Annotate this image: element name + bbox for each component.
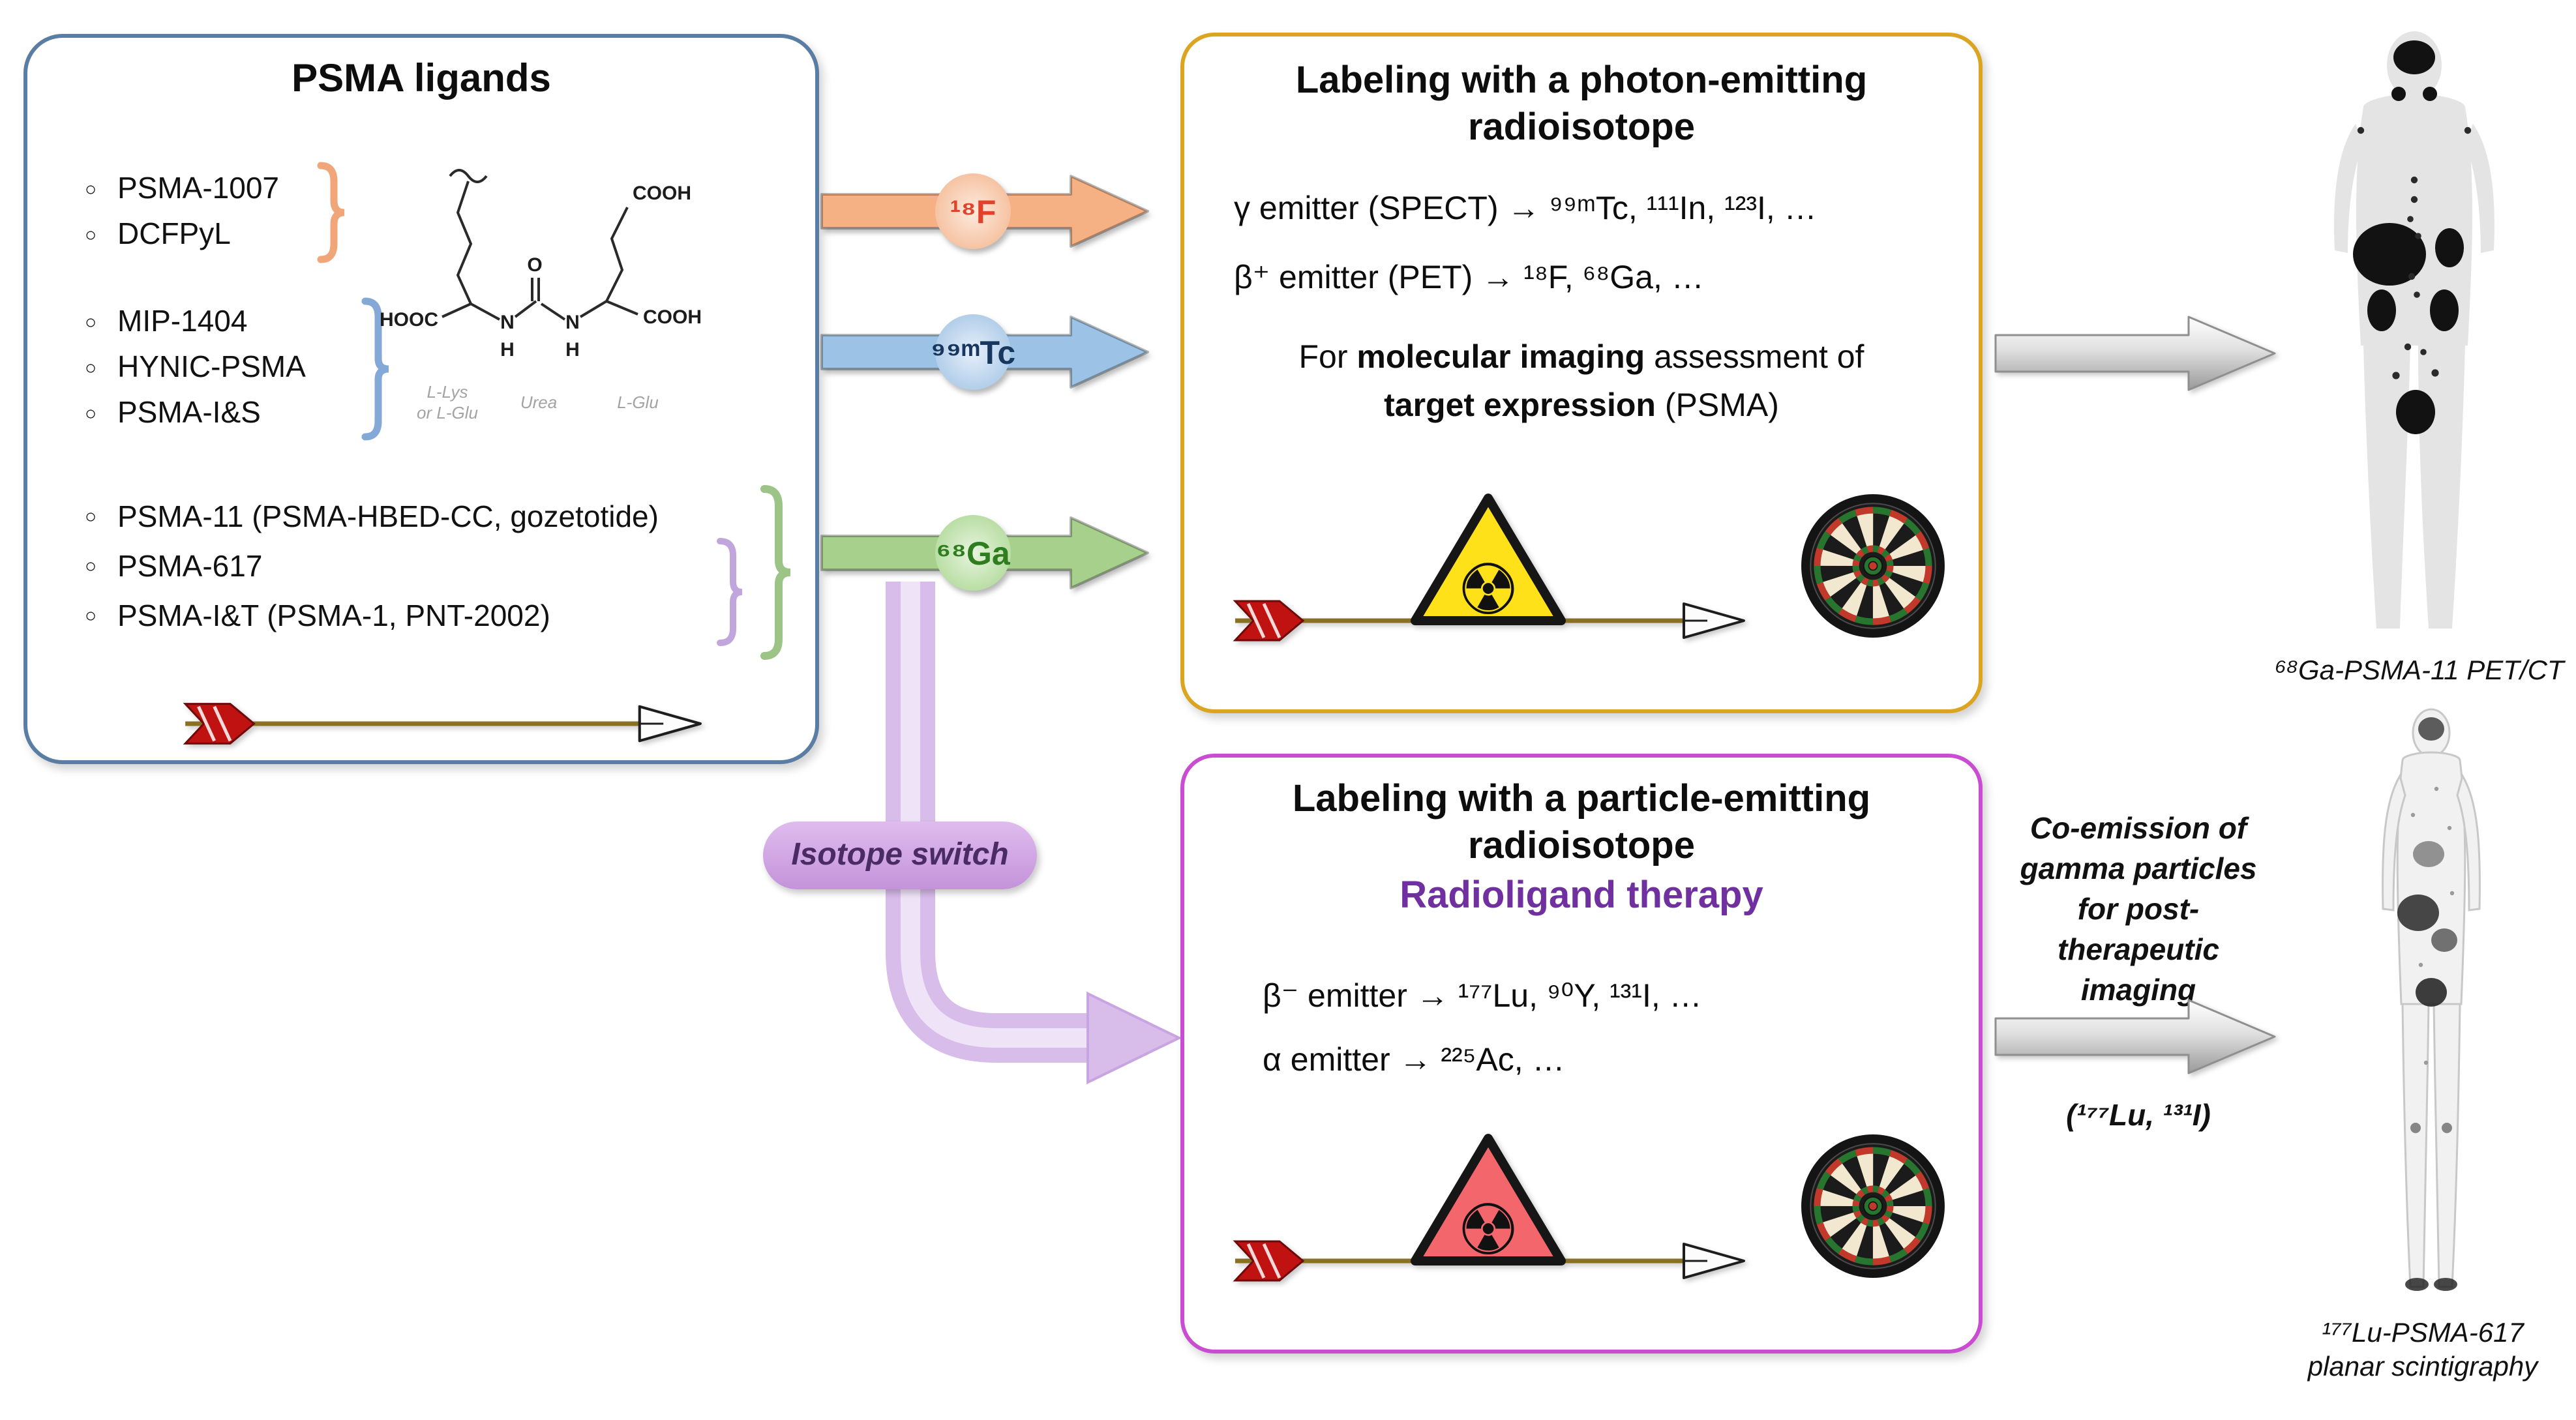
dartboard-target-icon bbox=[1800, 493, 1946, 639]
f18-arrow: ¹⁸F bbox=[820, 173, 1149, 249]
beta-plus-emitter-line: β⁺ emitter (PET) → ¹⁸F, ⁶⁸Ga, … bbox=[1234, 259, 1704, 296]
structure-h-right: H bbox=[565, 339, 580, 361]
psma-ligands-title: PSMA ligands bbox=[292, 57, 551, 100]
tc99m-ligand-list: MIP-1404 HYNIC-PSMA PSMA-I&S bbox=[82, 299, 306, 437]
psma-ligands-panel: PSMA ligands PSMA-1007 DCFPyL MIP-1404 H… bbox=[23, 34, 819, 764]
pet-caption: ⁶⁸Ga-PSMA-11 PET/CT bbox=[2275, 656, 2564, 686]
ligand-item: PSMA-I&T (PSMA-1, PNT-2002) bbox=[82, 591, 659, 642]
ligand-arrow-graphic bbox=[177, 696, 706, 751]
gamma-emitter-line: γ emitter (SPECT) → ⁹⁹ᵐTc, ¹¹¹In, ¹²³I, … bbox=[1234, 190, 1817, 227]
ligand-item: PSMA-11 (PSMA-HBED-CC, gozetotide) bbox=[82, 492, 659, 542]
structure-h-left: H bbox=[500, 339, 515, 361]
imaging-title: Labeling with a photon-emitting radioiso… bbox=[1295, 60, 1868, 149]
isotope-switch-arrow bbox=[886, 582, 1182, 1085]
structure-n-left: N bbox=[500, 312, 515, 333]
ga68-ligand-list: PSMA-11 (PSMA-HBED-CC, gozetotide) PSMA-… bbox=[82, 492, 659, 642]
tc99m-group-brace bbox=[361, 297, 389, 441]
tc99m-label: ⁹⁹ᵐTc bbox=[931, 334, 1015, 371]
therapy-title: Labeling with a particle-emitting radioi… bbox=[1292, 778, 1871, 867]
structure-lys-label-2: or L-Glu bbox=[417, 403, 478, 422]
therapy-arrow-target-graphic bbox=[1221, 1107, 1782, 1329]
isotope-switch-label: Isotope switch bbox=[763, 821, 1037, 889]
tc99m-arrow: ⁹⁹ᵐTc bbox=[820, 314, 1149, 390]
beta-minus-emitter-line: β⁻ emitter → ¹⁷⁷Lu, ⁹⁰Y, ¹³¹I, … bbox=[1263, 978, 1702, 1014]
structure-cooh-top-label: COOH bbox=[633, 183, 691, 204]
tc99m-badge bbox=[935, 314, 1011, 390]
ligand-structure-drawing: HOOC COOH COOH N H O N H L-Lys or L-Glu … bbox=[380, 169, 702, 422]
ligand-item: DCFPyL bbox=[82, 211, 279, 258]
imaging-labeling-panel: Labeling with a photon-emitting radioiso… bbox=[1180, 33, 1983, 713]
radiation-warning-red-icon bbox=[1415, 1138, 1561, 1271]
ligand-item: PSMA-I&S bbox=[82, 390, 306, 437]
ga68-label: ⁶⁸Ga bbox=[936, 535, 1011, 572]
structure-glu-label: L-Glu bbox=[617, 392, 659, 412]
co-emission-isotopes: (¹⁷⁷Lu, ¹³¹I) bbox=[2066, 1098, 2211, 1132]
f18-group-brace bbox=[317, 162, 345, 263]
structure-lys-label-1: L-Lys bbox=[427, 382, 468, 402]
ga68-arrow: ⁶⁸Ga bbox=[820, 515, 1149, 591]
ligand-item: MIP-1404 bbox=[82, 299, 306, 346]
structure-urea-label: Urea bbox=[520, 392, 557, 412]
imaging-purpose: For molecular imaging assessment of targ… bbox=[1298, 339, 1865, 424]
ga68-group-brace bbox=[760, 485, 791, 660]
radiation-warning-yellow-icon bbox=[1415, 498, 1561, 631]
imaging-arrow-target-graphic bbox=[1221, 467, 1782, 688]
ligand-item: HYNIC-PSMA bbox=[82, 344, 306, 391]
therapy-ligand-brace bbox=[717, 538, 743, 646]
dartboard-target-icon bbox=[1800, 1133, 1946, 1279]
f18-badge bbox=[935, 173, 1011, 249]
structure-o: O bbox=[527, 254, 542, 276]
ga68-badge bbox=[935, 515, 1011, 591]
radioligand-therapy-subtitle: Radioligand therapy bbox=[1400, 875, 1763, 917]
structure-cooh-right-label: COOH bbox=[643, 306, 702, 328]
alpha-emitter-line: α emitter → ²²⁵Ac, … bbox=[1263, 1042, 1565, 1078]
f18-ligand-list: PSMA-1007 DCFPyL bbox=[82, 166, 279, 258]
ligand-item: PSMA-617 bbox=[82, 541, 659, 592]
ligand-item: PSMA-1007 bbox=[82, 166, 279, 213]
f18-label: ¹⁸F bbox=[950, 194, 996, 230]
scintigraphy-caption: ¹⁷⁷Lu-PSMA-617 planar scintigraphy bbox=[2307, 1318, 2538, 1382]
pet-scan-image bbox=[2334, 31, 2494, 629]
to-scintigraphy-arrow bbox=[1994, 999, 2276, 1074]
structure-n-right: N bbox=[565, 312, 580, 333]
co-emission-note: Co-emission of gamma particles for post-… bbox=[2020, 811, 2257, 1007]
therapy-labeling-panel: Labeling with a particle-emitting radioi… bbox=[1180, 754, 1983, 1353]
scintigraphy-image bbox=[2382, 708, 2481, 1291]
to-pet-image-arrow bbox=[1994, 316, 2276, 391]
structure-hooc-label: HOOC bbox=[380, 309, 438, 331]
